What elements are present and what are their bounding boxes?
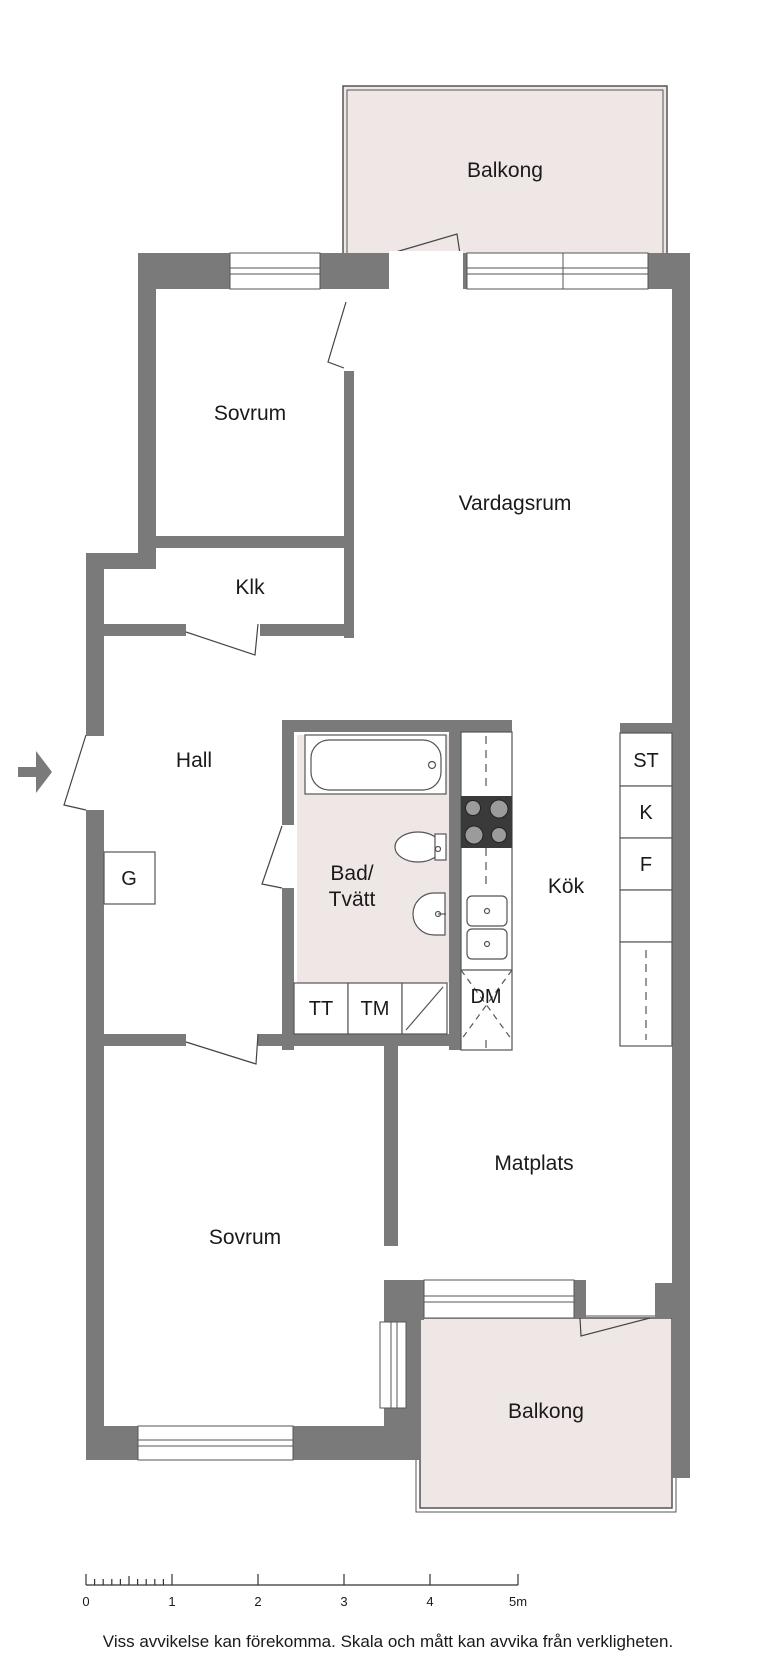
room-label-sovrum-top: Sovrum	[214, 402, 286, 425]
scale-label-0: 0	[82, 1594, 89, 1609]
bathtub	[304, 734, 447, 795]
room-label-vardagsrum: Vardagsrum	[459, 492, 572, 515]
fixture-label-g: G	[121, 868, 137, 890]
fixture-label-f: F	[640, 854, 652, 876]
room-label-kok: Kök	[548, 875, 585, 898]
room-label-balkong-bottom: Balkong	[508, 1400, 584, 1423]
dishwasher	[460, 969, 513, 1041]
g-cabinet	[103, 851, 156, 905]
scale-label-3: 3	[340, 1594, 347, 1609]
fixture-label-tt: TT	[309, 998, 333, 1020]
scale-label-4: 4	[426, 1594, 433, 1609]
scale-label-1: 1	[168, 1594, 175, 1609]
interior-walls	[104, 371, 672, 1318]
scale-bar	[85, 1574, 519, 1586]
room-label-bad: Bad/	[330, 862, 373, 885]
fixture-label-dm: DM	[470, 986, 501, 1008]
disclaimer-text: Viss avvikelse kan förekomma. Skala och …	[102, 1632, 674, 1651]
windows	[137, 252, 649, 1461]
kitchen-counter	[460, 731, 513, 1051]
balcony-bottom-floor	[419, 1317, 673, 1509]
room-label-tvatt: Tvätt	[329, 888, 376, 911]
fixture-label-st: ST	[633, 750, 659, 772]
room-label-matplats: Matplats	[494, 1152, 573, 1175]
fixture-label-tm: TM	[361, 998, 390, 1020]
room-label-balkong-top: Balkong	[467, 159, 543, 182]
room-label-sovrum-bottom: Sovrum	[209, 1226, 281, 1249]
stove	[461, 796, 512, 848]
cabinet-wall	[619, 732, 673, 1047]
doors	[63, 233, 651, 1337]
scale-label-2: 2	[254, 1594, 261, 1609]
entrance-arrow-icon	[18, 751, 52, 793]
floor-plan: Balkong Sovrum Vardagsrum Klk Hall Bad/ …	[18, 85, 690, 1609]
kitchen-sink	[466, 895, 508, 960]
balcony-top-floor	[342, 85, 668, 255]
toilet	[394, 831, 447, 863]
room-label-hall: Hall	[176, 749, 212, 772]
scale-label-5m: 5m	[509, 1594, 527, 1609]
laundry-units	[293, 982, 448, 1035]
bathroom-sink	[412, 892, 446, 936]
fixture-label-k: K	[639, 802, 653, 824]
room-label-klk: Klk	[235, 576, 265, 599]
